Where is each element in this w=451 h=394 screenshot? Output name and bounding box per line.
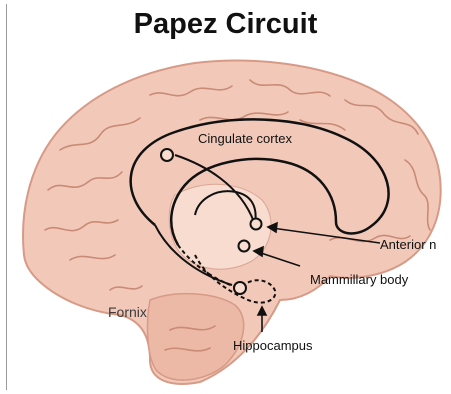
label-fornix: Fornix	[108, 304, 147, 320]
label-cingulate-cortex: Cingulate cortex	[198, 131, 292, 146]
label-anterior-nucleus: Anterior n	[380, 237, 436, 252]
cerebellum	[148, 294, 244, 380]
cingulate-node	[161, 149, 173, 161]
hippocampus-node	[234, 282, 246, 294]
anterior-nucleus-node	[251, 219, 262, 230]
mammillary-body-node	[239, 241, 250, 252]
label-mammillary-body: Mammillary body	[310, 272, 408, 287]
label-hippocampus: Hippocampus	[233, 338, 313, 353]
